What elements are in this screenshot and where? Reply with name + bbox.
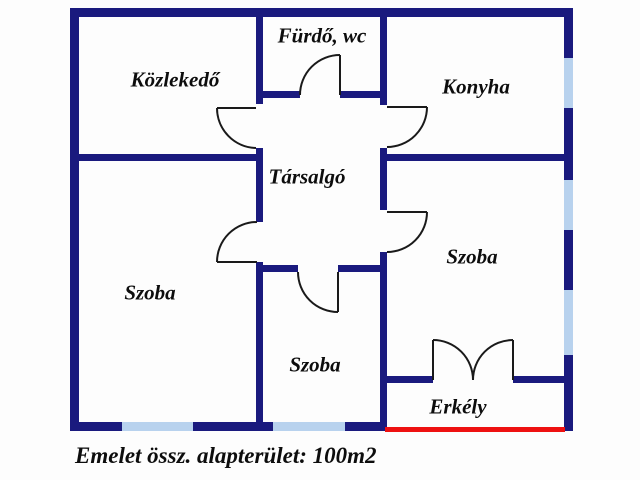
wall-segment-left (70, 8, 79, 431)
door-arc-kitchen (386, 106, 428, 148)
window-right-3 (564, 290, 573, 355)
wall-segment (256, 148, 263, 222)
wall-segment (380, 148, 387, 210)
wall-segment (513, 376, 573, 383)
wall-segment (338, 265, 387, 272)
wall-segment (256, 265, 298, 272)
wall-segment (380, 376, 433, 383)
window-bottom-1 (122, 422, 193, 431)
wall-segment (256, 91, 300, 98)
wall-segment (256, 262, 263, 431)
door-arc-bathroom (299, 54, 341, 96)
door-arc-room-bottom (297, 271, 339, 313)
room-label-furdo: Fürdő, wc (277, 23, 367, 48)
room-label-erkely: Erkély (429, 394, 487, 419)
wall-segment (70, 154, 263, 161)
door-arc-balcony-left (432, 339, 474, 381)
window-right-2 (564, 180, 573, 230)
window-bottom-2 (273, 422, 345, 431)
wall-segment-top (70, 8, 573, 17)
wall-segment (256, 8, 263, 104)
room-label-tarsalgo: Társalgó (268, 164, 346, 189)
door-arc-room-right (386, 211, 428, 253)
caption-total-area: Emelet össz. alapterület: 100m2 (75, 443, 377, 468)
wall-segment-bottom (70, 422, 387, 431)
room-label-szoba-right: Szoba (446, 244, 498, 269)
interior-walls (70, 8, 573, 431)
room-label-konyha: Konyha (442, 74, 510, 99)
room-label-szoba-left: Szoba (124, 280, 176, 305)
wall-segment (380, 252, 387, 431)
wall-segment (380, 8, 387, 105)
room-label-szoba-bottom: Szoba (289, 352, 341, 377)
wall-segment (380, 154, 573, 161)
room-label-kozlekedo: Közlekedő (130, 67, 220, 92)
window-right-1 (564, 58, 573, 108)
door-arc-room-left (216, 221, 258, 263)
windows (122, 58, 573, 431)
door-arc-hallway (216, 107, 257, 149)
balcony-edge-line (385, 427, 565, 432)
doors (216, 54, 514, 381)
wall-segment (340, 91, 387, 98)
door-arc-balcony-right (472, 339, 514, 381)
